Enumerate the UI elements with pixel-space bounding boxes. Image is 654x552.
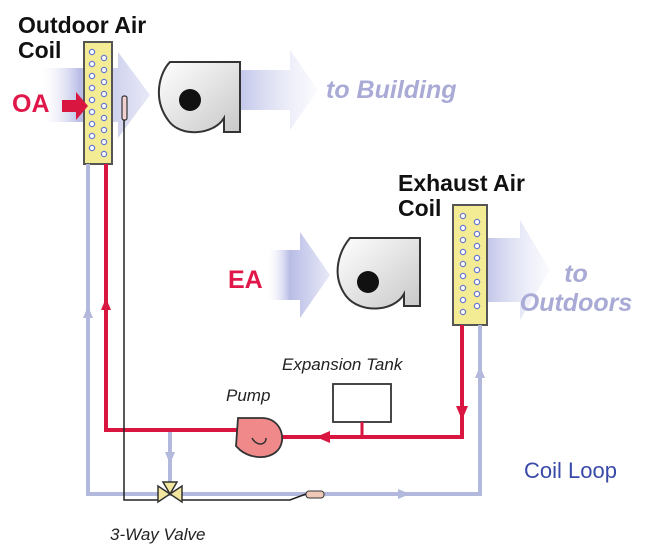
exhaust-air-coil-label-line1: Exhaust Air (398, 170, 525, 196)
control-wire (182, 493, 307, 501)
outdoor-air-coil-label: Outdoor Air Coil (18, 14, 146, 62)
expansion-tank-label: Expansion Tank (282, 355, 403, 374)
coil-loop-caption: Coil Loop (524, 458, 617, 483)
supply-flow-arrows (101, 298, 468, 443)
exhaust-air-coil-label: Exhaust Air Coil (398, 172, 525, 220)
three-way-valve-label: 3-Way Valve (110, 525, 206, 544)
building-supply-arrow (240, 50, 318, 130)
ea-inflow-arrow (268, 232, 330, 318)
return-flow-arrows (83, 306, 485, 499)
exhaust-fan-icon (336, 237, 421, 310)
oa-red-arrow-icon (62, 92, 88, 120)
pump-icon (235, 417, 284, 458)
to-outdoors-label-line2: Outdoors (519, 289, 633, 317)
supply-loop-pipe (104, 164, 464, 439)
to-building-label: to Building (326, 76, 457, 104)
exhaust-air-coil-label-line2: Coil (398, 195, 442, 221)
outdoor-fan-icon (157, 61, 241, 134)
outdoor-air-coil-label-line2: Coil (18, 37, 62, 63)
outdoor-air-coil-icon (83, 41, 113, 165)
outdoor-air-coil-label-line1: Outdoor Air (18, 12, 147, 38)
pump-label: Pump (226, 386, 271, 405)
control-bypass-line (123, 120, 158, 501)
to-outdoors-label: to Outdoors (510, 262, 642, 316)
outdoors-exhaust-arrow (488, 220, 550, 320)
exhaust-air-coil-icon (452, 204, 488, 326)
to-outdoors-label-line1: to (564, 260, 588, 288)
oa-label: OA (12, 90, 50, 118)
actuator-icon (305, 490, 325, 499)
ea-label: EA (228, 266, 263, 294)
temperature-sensor-icon (121, 95, 128, 121)
expansion-tank-icon (332, 383, 392, 436)
three-way-valve-icon (157, 481, 183, 504)
